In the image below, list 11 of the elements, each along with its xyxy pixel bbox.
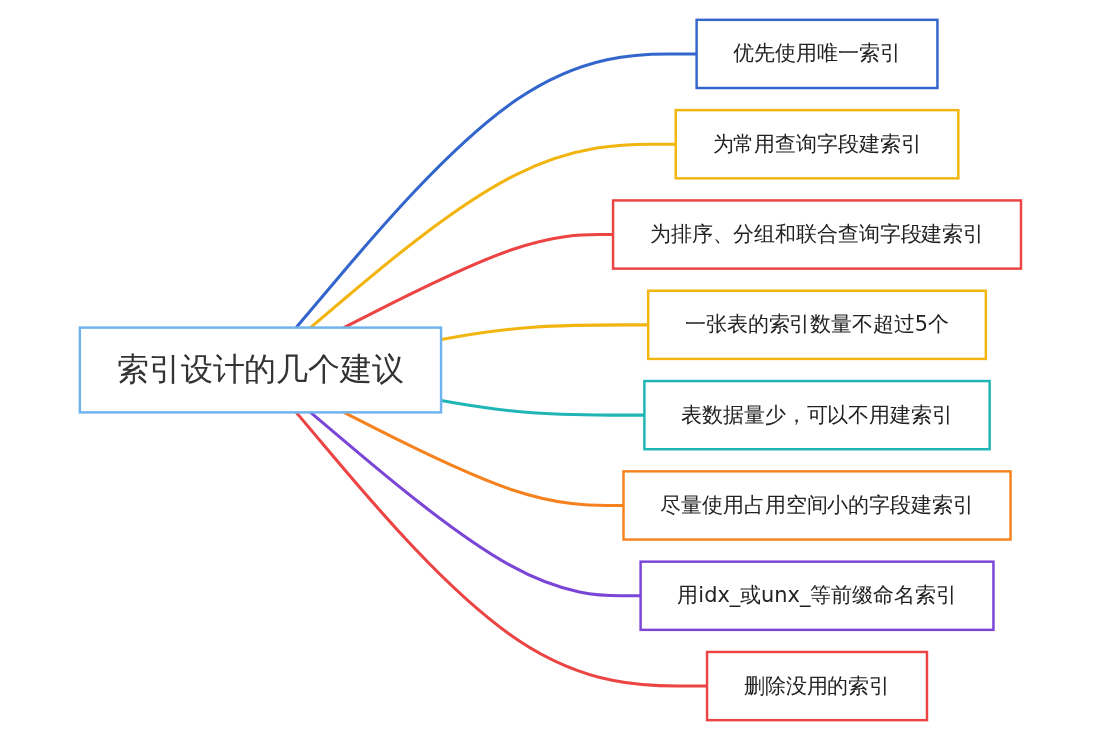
connector [440,399,644,417]
node-box: 尽量使用占用空间小的字段建索引 [621,470,1012,541]
node-box: 优先使用唯一索引 [695,18,939,90]
node-box: 一张表的索引数量不超过5个 [646,289,987,361]
connector [440,323,648,341]
node-box: 为排序、分组和联合查询字段建索引 [611,199,1022,270]
node-box: 用idx_或unx_等前缀命名索引 [638,560,995,632]
node-box: 为常用查询字段建索引 [674,108,960,180]
node-box: 表数据量少，可以不用建索引 [642,379,991,451]
node-box: 索引设计的几个建议 [78,326,442,414]
node-box: 删除没用的索引 [705,650,928,722]
